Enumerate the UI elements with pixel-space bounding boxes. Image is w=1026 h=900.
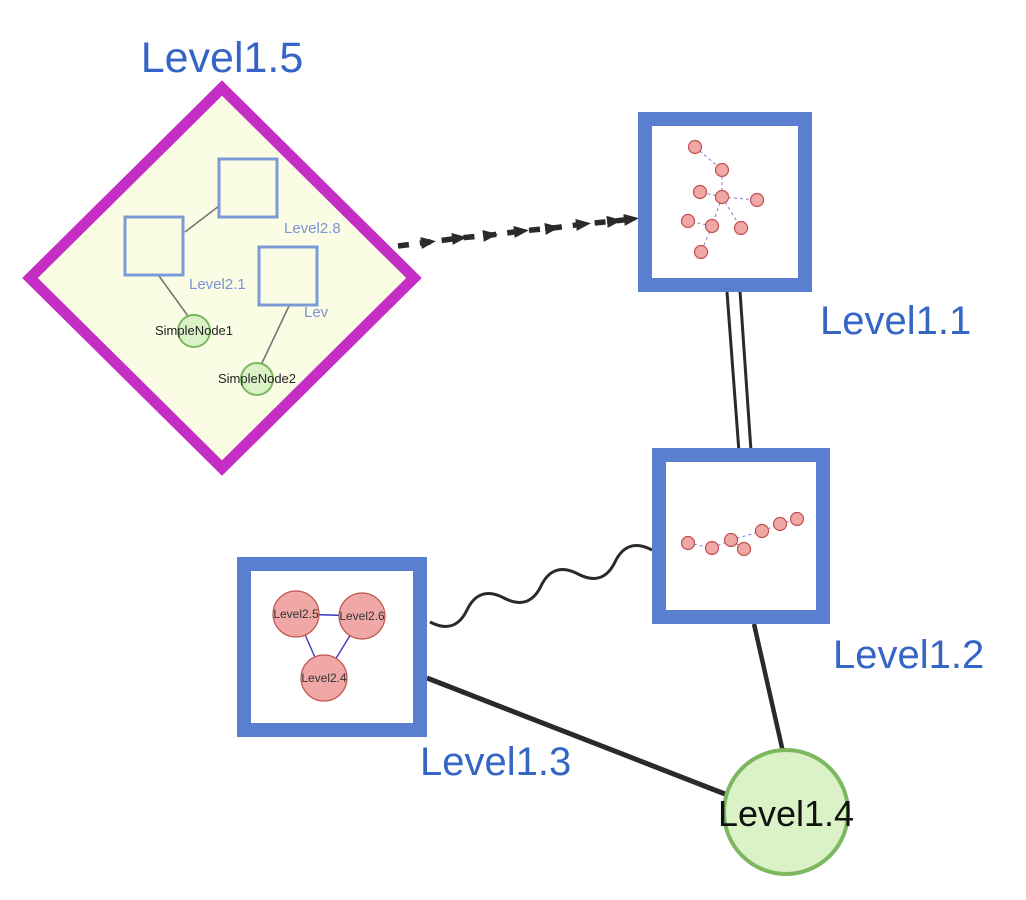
graph-node[interactable]: [789, 511, 805, 527]
level15-child-square-left[interactable]: [123, 215, 185, 277]
level13-child-bottom-label: Level2.4: [301, 671, 347, 685]
graph-node[interactable]: [680, 213, 696, 229]
level11-inner-graph: [680, 139, 765, 260]
graph-node[interactable]: [704, 540, 720, 556]
level12-inner-graph: [680, 511, 805, 557]
edge-level13-level14[interactable]: [426, 675, 726, 797]
graph-node[interactable]: [714, 189, 730, 205]
edge-level12-level14[interactable]: [751, 623, 786, 753]
graph-node[interactable]: [736, 541, 752, 557]
node-level13[interactable]: Level2.5 Level2.6 Level2.4: [237, 557, 427, 737]
level13-square-shape[interactable]: [237, 557, 427, 737]
graph-node[interactable]: [749, 192, 765, 208]
graph-node[interactable]: [704, 218, 720, 234]
node-level12-label: Level1.2: [833, 633, 984, 677]
graph-node[interactable]: [680, 535, 696, 551]
level12-square-shape[interactable]: [652, 448, 830, 624]
simple-node-1[interactable]: [177, 314, 211, 348]
simple-node-2-label: SimpleNode2: [218, 371, 296, 386]
graph-node[interactable]: [714, 162, 730, 178]
level15-child-square-top-label: Level2.8: [284, 220, 341, 237]
level13-child-bottom[interactable]: [300, 654, 348, 702]
level15-child-square-right-label: Lev: [304, 304, 329, 321]
level15-child-square-left-label: Level2.1: [189, 276, 246, 293]
node-level13-label: Level1.3: [420, 740, 571, 784]
graph-node[interactable]: [754, 523, 770, 539]
edge-level13-level12-wavy[interactable]: [429, 544, 653, 628]
node-level11[interactable]: [638, 112, 812, 292]
level11-square-shape[interactable]: [638, 112, 812, 292]
level15-inner-edge-1[interactable]: [184, 205, 220, 233]
graph-node[interactable]: [772, 516, 788, 532]
graph-node[interactable]: [687, 139, 703, 155]
level13-child-right-label: Level2.6: [339, 609, 385, 623]
level15-child-square-top[interactable]: [217, 157, 279, 219]
level15-inner-edge-2[interactable]: [158, 275, 189, 317]
graph-node[interactable]: [723, 532, 739, 548]
node-level15[interactable]: Level2.8 Level2.1 Lev SimpleNode1 Simple…: [22, 80, 422, 476]
node-level15-label: Level1.5: [141, 34, 304, 82]
level15-child-square-right[interactable]: [257, 245, 319, 307]
level13-child-left-label: Level2.5: [273, 607, 319, 621]
level15-diamond-shape[interactable]: [22, 80, 422, 476]
edge-level11-level12-line2[interactable]: [738, 290, 753, 452]
level14-circle-shape[interactable]: [722, 748, 850, 876]
level13-inner-graph: Level2.5 Level2.6 Level2.4: [272, 590, 386, 702]
graph-edge[interactable]: [700, 225, 713, 253]
graph-node[interactable]: [692, 184, 708, 200]
node-level12[interactable]: [652, 448, 830, 624]
node-level14[interactable]: [722, 748, 850, 876]
level15-inner-edge-3[interactable]: [261, 305, 290, 364]
simple-node-2[interactable]: [240, 362, 274, 396]
edge-level11-level12-line1[interactable]: [725, 291, 741, 453]
edge-level15-level11[interactable]: [397, 213, 639, 249]
node-level11-label: Level1.1: [820, 299, 971, 343]
graph-node[interactable]: [693, 244, 709, 260]
graph-node[interactable]: [733, 220, 749, 236]
simple-node-1-label: SimpleNode1: [155, 323, 233, 338]
level13-child-right[interactable]: [338, 592, 386, 640]
level13-child-left[interactable]: [272, 590, 320, 638]
node-level14-label: Level1.4: [718, 793, 854, 834]
